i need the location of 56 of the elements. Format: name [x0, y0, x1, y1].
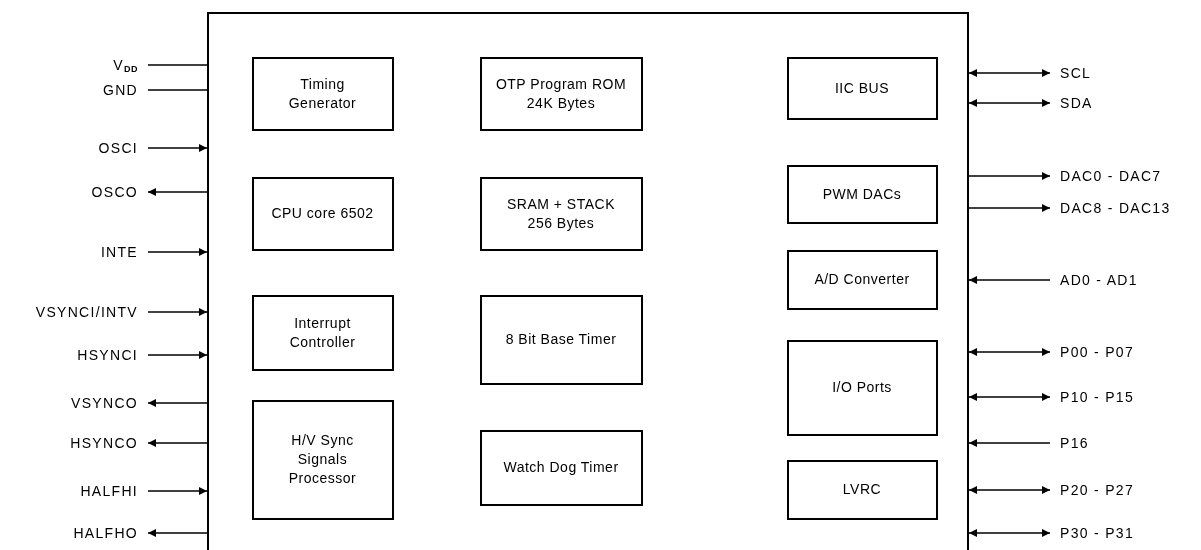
function-block: LVRC [786, 459, 938, 520]
arrow [968, 172, 1051, 180]
pin-label: OSCI [0, 139, 148, 157]
arrow [968, 486, 1051, 494]
arrow [147, 351, 208, 359]
function-block: IIC BUS [786, 56, 938, 120]
function-block: A/D Converter [786, 249, 938, 310]
pin-label: V$_{DD}$ [0, 56, 148, 74]
pin-label: OSCO [0, 183, 148, 201]
pin-label: HALFHO [0, 524, 148, 542]
arrow [147, 308, 208, 316]
pin-label: DAC8 - DAC13 [1050, 199, 1200, 217]
pin-label: P16 [1050, 434, 1200, 452]
pin-label: VSYNCI/INTV [0, 303, 148, 321]
arrow [968, 529, 1051, 537]
arrow [147, 144, 208, 152]
pin-label: VSYNCO [0, 394, 148, 412]
arrow [968, 69, 1051, 77]
connector-line [147, 89, 208, 91]
function-block: I/O Ports [786, 339, 938, 436]
function-block: PWM DACs [786, 164, 938, 224]
arrow [968, 393, 1051, 401]
function-block: H/V Sync Signals Processor [251, 399, 394, 520]
arrow [147, 248, 208, 256]
chip-outline [207, 12, 969, 550]
pin-label: INTE [0, 243, 148, 261]
arrow [968, 204, 1051, 212]
pin-label: P00 - P07 [1050, 343, 1200, 361]
pin-label: HSYNCO [0, 434, 148, 452]
function-block: CPU core 6502 [251, 176, 394, 251]
pin-label: P20 - P27 [1050, 481, 1200, 499]
connector-line [147, 64, 208, 66]
arrow [147, 439, 208, 447]
pin-label: SDA [1050, 94, 1200, 112]
pin-label: HSYNCI [0, 346, 148, 364]
arrow [968, 348, 1051, 356]
pin-label: DAC0 - DAC7 [1050, 167, 1200, 185]
arrow [968, 276, 1051, 284]
arrow [147, 529, 208, 537]
function-block: Watch Dog Timer [479, 429, 643, 506]
pin-label: P10 - P15 [1050, 388, 1200, 406]
arrow [968, 99, 1051, 107]
function-block: SRAM + STACK 256 Bytes [479, 176, 643, 251]
arrow [147, 487, 208, 495]
arrow [147, 399, 208, 407]
pin-label: HALFHI [0, 482, 148, 500]
pin-label: AD0 - AD1 [1050, 271, 1200, 289]
function-block: Interrupt Controller [251, 294, 394, 371]
arrow [968, 439, 1051, 447]
pin-label: P30 - P31 [1050, 524, 1200, 542]
function-block: OTP Program ROM 24K Bytes [479, 56, 643, 131]
function-block: 8 Bit Base Timer [479, 294, 643, 385]
arrow [147, 188, 208, 196]
pin-label: SCL [1050, 64, 1200, 82]
function-block: Timing Generator [251, 56, 394, 131]
pin-label: GND [0, 81, 148, 99]
